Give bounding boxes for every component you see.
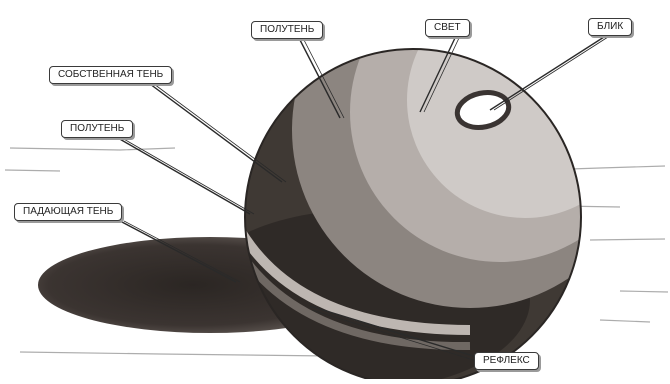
leader-highlight	[490, 37, 604, 110]
label-penumbra-left: ПОЛУТЕНЬ	[61, 120, 133, 138]
label-cast-shadow: ПАДАЮЩАЯ ТЕНЬ	[14, 203, 122, 221]
label-highlight: БЛИК	[588, 18, 632, 36]
label-reflex: РЕФЛЕКС	[474, 352, 539, 370]
label-light: СВЕТ	[425, 19, 470, 37]
label-penumbra-top: ПОЛУТЕНЬ	[251, 21, 323, 39]
label-own-shadow: СОБСТВЕННАЯ ТЕНЬ	[49, 66, 172, 84]
leader-penumbra-left	[118, 138, 250, 214]
